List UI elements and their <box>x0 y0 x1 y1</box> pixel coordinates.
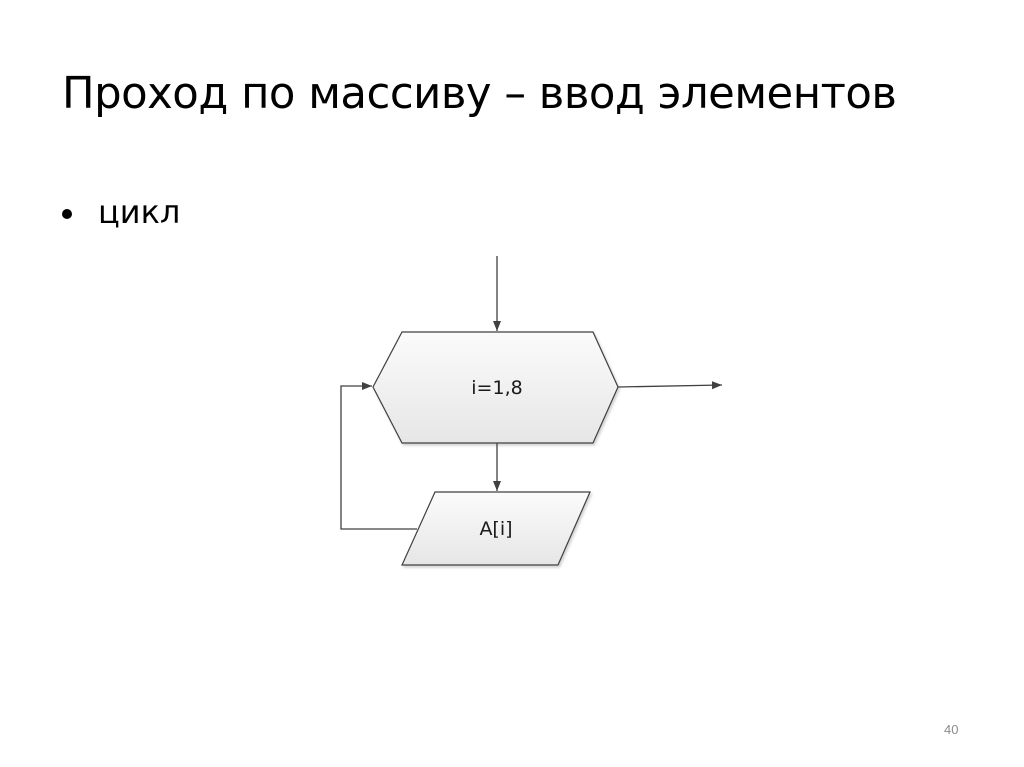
slide-number: 40 <box>944 722 959 737</box>
exit-arrow <box>617 381 723 390</box>
parallelogram-shape <box>401 491 591 566</box>
loop-node: i=1,8 <box>372 331 619 444</box>
slide-title: Проход по массиву – ввод элементов <box>62 68 897 119</box>
loop-label: i=1,8 <box>471 377 522 399</box>
bullet-text: цикл <box>98 193 181 231</box>
bullet-item: цикл <box>62 190 180 234</box>
input-node: A[i] <box>401 491 591 566</box>
hexagon-shape <box>372 331 619 444</box>
bullet-dot-icon <box>62 209 72 219</box>
loop-back-arrow <box>340 382 417 530</box>
input-label: A[i] <box>479 518 512 540</box>
